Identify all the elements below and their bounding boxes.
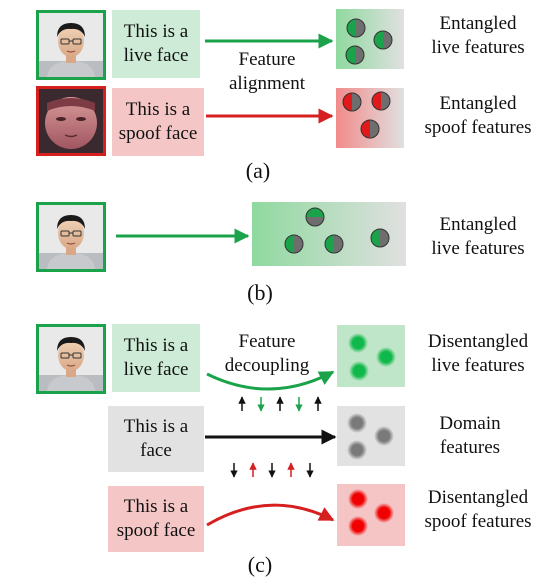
domain-features-box	[337, 406, 405, 466]
entangled-spoof-dot	[360, 119, 380, 139]
entangled-live-features-box-b	[252, 202, 406, 266]
entangled-live-features-box-a	[336, 9, 404, 69]
entangled-spoof-features-label-a: Entangled spoof features	[424, 93, 532, 138]
spoof-feature-dot	[348, 489, 368, 509]
face-text-c: This is a face	[123, 416, 189, 461]
face-textbox-c: This is a face	[108, 406, 204, 472]
disentangled-live-features-box	[337, 325, 405, 387]
live-face-photo-a	[36, 10, 106, 80]
spoof-feature-dot	[374, 503, 394, 523]
domain-feature-dot	[347, 413, 367, 433]
domain-feature-dot	[374, 426, 394, 446]
entangled-live-dot	[346, 18, 366, 38]
spoof-face-textbox-a: This is a spoof face	[112, 88, 204, 156]
disentangled-live-features-label: Disentangled live features	[427, 331, 529, 376]
domain-feature-dot	[347, 440, 367, 460]
caption-b: (b)	[247, 280, 273, 305]
spoof-decoupling-arrow	[206, 503, 335, 527]
face-spoof-icon	[39, 89, 103, 153]
caption-a: (a)	[245, 158, 271, 183]
live-feature-dot	[376, 347, 396, 367]
disentangled-spoof-features-label: Disentangled spoof features	[424, 487, 532, 532]
entangled-live-dot	[305, 207, 325, 227]
live-face-photo-c	[36, 324, 106, 394]
live-face-photo-b	[36, 202, 106, 272]
entangled-live-features-label-a: Entangled live features	[431, 13, 525, 58]
caption-c: (c)	[247, 552, 273, 577]
live-face-textbox-a: This is a live face	[112, 10, 200, 78]
entangled-spoof-dot	[342, 92, 362, 112]
live-decoupling-arrow	[206, 370, 335, 391]
entangled-live-dot	[324, 234, 344, 254]
spoof-feature-dot	[348, 516, 368, 536]
spoof-face-text-a: This is a spoof face	[118, 99, 198, 144]
live-feature-dot	[349, 361, 369, 381]
live-feature-dot	[348, 333, 368, 353]
entangled-live-dot	[370, 228, 390, 248]
live-face-text-a: This is a live face	[123, 21, 189, 66]
entangled-spoof-dot	[371, 91, 391, 111]
feature-decoupling-label: Feature decoupling	[224, 331, 310, 376]
spoof-face-photo-a	[36, 86, 106, 156]
feature-alignment-label: Feature alignment	[229, 49, 305, 94]
disentangled-spoof-features-box	[337, 484, 405, 546]
domain-features-label: Domain features	[439, 413, 501, 458]
live-face-textbox-c: This is a live face	[112, 324, 200, 392]
entangled-live-dot	[284, 234, 304, 254]
live-face-text-c: This is a live face	[123, 335, 189, 380]
spoof-face-textbox-c: This is a spoof face	[108, 486, 204, 552]
entangled-live-dot	[373, 30, 393, 50]
spoof-face-text-c: This is a spoof face	[116, 496, 196, 541]
entangled-live-dot	[345, 45, 365, 65]
entangled-live-features-label-b: Entangled live features	[431, 214, 525, 259]
entangled-spoof-features-box-a	[336, 88, 404, 148]
